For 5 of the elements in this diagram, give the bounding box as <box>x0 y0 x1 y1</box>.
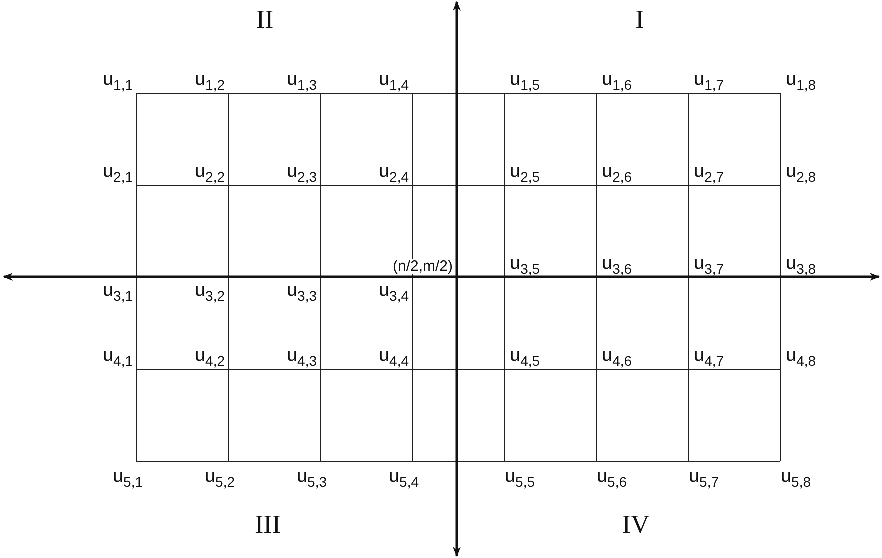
quadrant-label: II <box>256 7 274 33</box>
quadrant-label: III <box>255 512 281 538</box>
quadrant-label: I <box>636 7 644 33</box>
quadrant-label: IV <box>622 512 650 538</box>
center-point-label: (n/2,m/2) <box>392 259 454 274</box>
